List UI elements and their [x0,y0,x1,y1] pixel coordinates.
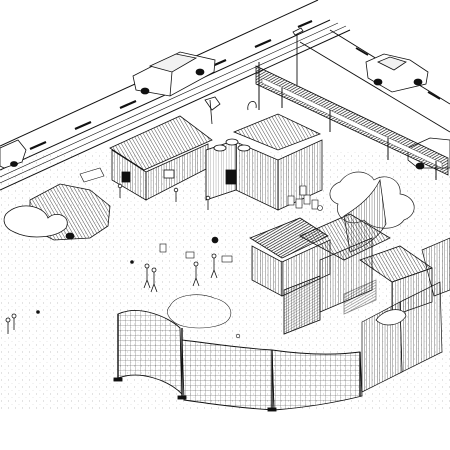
billboard [255,65,449,180]
car-right-road [365,53,429,93]
shack-bottom [249,213,433,335]
mesh-fence [113,310,363,412]
ground-objects [36,167,323,339]
right-fence-panels [361,237,450,393]
car-left-road [0,139,27,169]
shack-center [205,101,323,211]
people-figures [5,183,218,334]
street-lamp [292,27,304,85]
shack-left [109,96,221,201]
flood-zone [167,294,232,329]
water-containers [287,185,319,210]
abandoned-car [3,183,111,241]
car-top-road [132,51,216,97]
